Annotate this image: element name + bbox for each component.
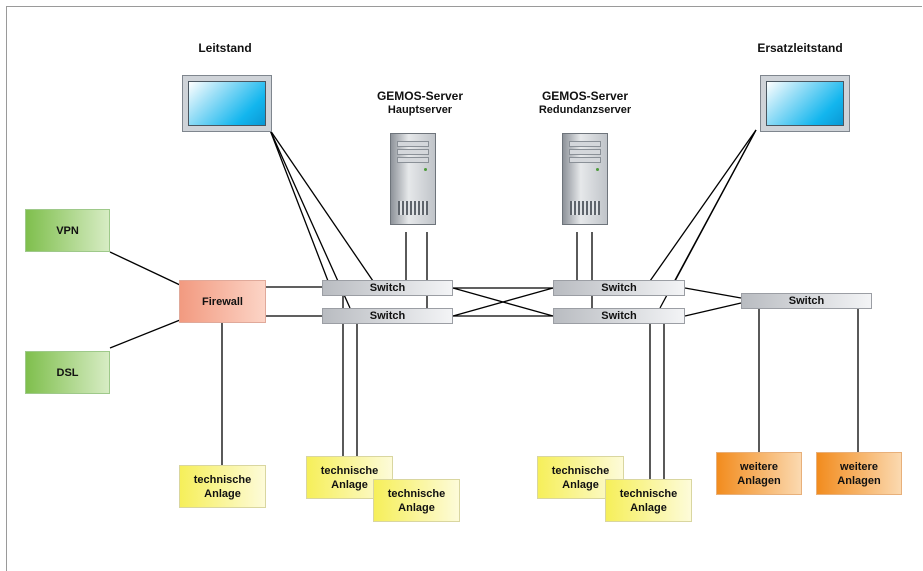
dsl-node: DSL — [25, 351, 110, 394]
hauptserver-title: GEMOS-Server — [376, 89, 464, 103]
vpn-node: VPN — [25, 209, 110, 252]
hauptserver-subtitle: Hauptserver — [387, 104, 453, 116]
switch-left-bottom: Switch — [322, 308, 453, 324]
screen-icon — [188, 81, 266, 126]
ersatzleitstand-monitor — [760, 75, 850, 132]
leitstand-label: Leitstand — [198, 41, 252, 55]
switch-third: Switch — [741, 293, 872, 309]
ersatzleitstand-label: Ersatzleitstand — [757, 41, 843, 55]
switch-right-top: Switch — [553, 280, 685, 296]
hauptserver-server-icon — [390, 133, 436, 225]
screen-icon — [766, 81, 844, 126]
switch-right-bottom: Switch — [553, 308, 685, 324]
diagram-frame — [6, 6, 922, 571]
leitstand-monitor — [182, 75, 272, 132]
switch-left-top: Switch — [322, 280, 453, 296]
firewall-node: Firewall — [179, 280, 266, 323]
redundanzserver-subtitle: Redundanzserver — [538, 104, 632, 116]
redundanzserver-server-icon — [562, 133, 608, 225]
redundanzserver-title: GEMOS-Server — [541, 89, 629, 103]
